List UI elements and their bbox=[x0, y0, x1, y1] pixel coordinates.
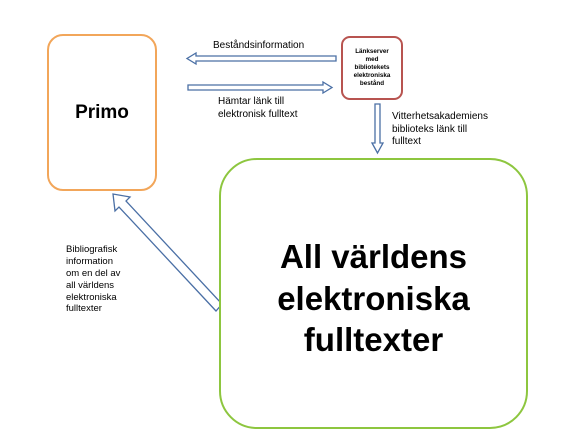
link-server-label: Länkserver med bibliotekets elektroniska… bbox=[353, 48, 391, 87]
primo-node: Primo bbox=[47, 34, 157, 191]
arrow-bibliographic bbox=[112, 193, 223, 312]
link-server-node: Länkserver med bibliotekets elektroniska… bbox=[341, 36, 403, 100]
fetch-link-edge-label: Hämtar länk till elektronisk fulltext bbox=[218, 96, 298, 120]
academy-link-edge-label: Vitterhetsakademiens biblioteks länk til… bbox=[392, 111, 488, 147]
arrow-academy-link bbox=[370, 103, 385, 155]
world-fulltexts-node: All världens elektroniska fulltexter bbox=[219, 158, 528, 429]
world-fulltexts-label: All världens elektroniska fulltexter bbox=[277, 238, 470, 359]
arrow-holdings bbox=[185, 51, 337, 66]
arrow-fetch-link bbox=[187, 80, 334, 95]
holdings-edge-label: Beståndsinformation bbox=[213, 40, 305, 51]
primo-label: Primo bbox=[75, 101, 129, 123]
bibliographic-edge-label: Bibliografisk information om en del av a… bbox=[66, 244, 121, 315]
